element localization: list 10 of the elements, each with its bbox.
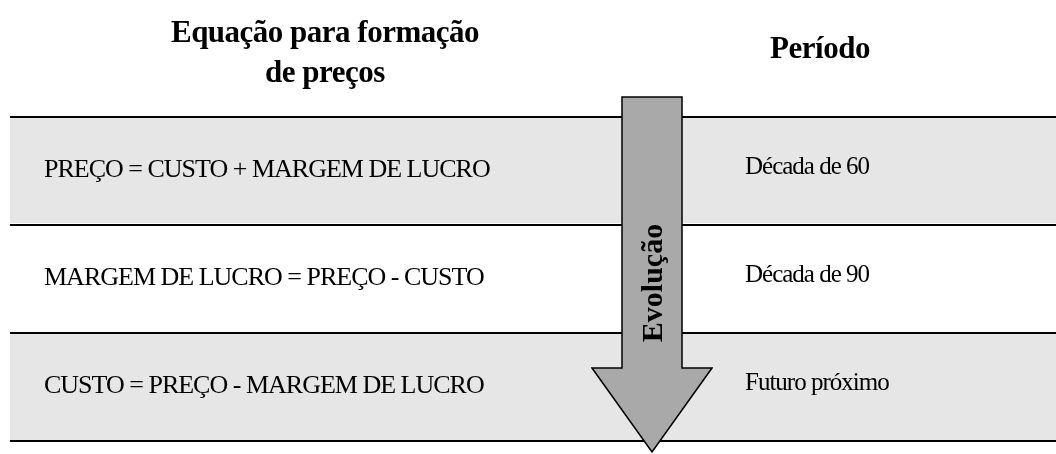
column-header: Equação para formação de preços (169, 13, 481, 91)
equation-text: PREÇO = CUSTO + MARGEM DE LUCRO (44, 154, 490, 184)
evolution-arrow (591, 96, 713, 454)
column-header: Período (769, 29, 871, 67)
period-text: Futuro próximo (745, 368, 889, 396)
period-text: Década de 60 (745, 152, 870, 180)
arrow-label: Evolução (635, 222, 669, 345)
equation-text: MARGEM DE LUCRO = PREÇO - CUSTO (44, 262, 484, 292)
equation-text: CUSTO = PREÇO - MARGEM DE LUCRO (44, 370, 484, 400)
period-text: Década de 90 (745, 260, 870, 288)
